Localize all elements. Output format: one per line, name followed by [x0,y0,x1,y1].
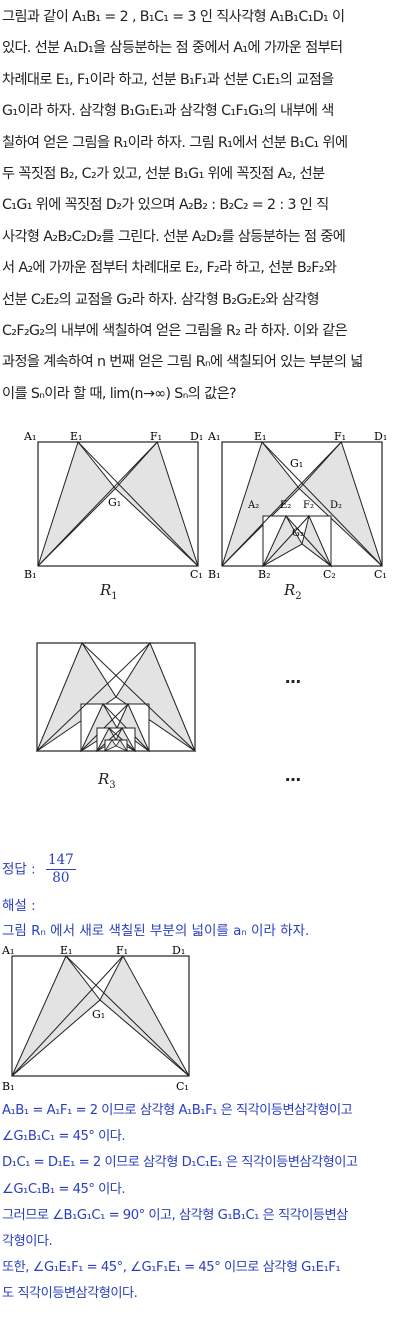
label-e1: E₁ [60,944,72,957]
label-d2: D₂ [330,500,342,511]
problem-line: 사각형 A₂B₂C₂D₂를 그린다. 선분 A₂D₂를 삼등분하는 점 중에 [2,228,346,245]
label-f1: F₁ [116,944,128,957]
label-f1: F₁ [150,432,162,443]
label-g1: G₁ [108,496,121,509]
solution-line: D₁C₁ = D₁E₁ = 2 이므로 삼각형 D₁C₁E₁ 은 직각이등변삼각… [2,1155,358,1171]
problem-line: 이를 Sₙ이라 할 때, lim(n→∞) Sₙ의 값은? [2,385,237,402]
label-c1: C₁ [176,1080,189,1093]
caption-r1: R1 [100,581,118,602]
rectangle-outline [37,441,199,567]
caption-r3: R3 [98,770,116,791]
label-b1: B₁ [24,568,37,581]
label-b2: B₂ [258,568,271,581]
shaded-triangle-right-2 [301,514,333,568]
label-c1: C₁ [374,568,387,581]
explanation-intro: 그림 Rₙ 에서 새로 색칠된 부분의 넓이를 aₙ 이라 하자. [2,923,310,939]
problem-line: 두 꼭짓점 B₂, C₂가 있고, 선분 B₁G₁ 위에 꼭짓점 A₂, 선분 [2,166,325,183]
label-a1: A₁ [24,432,36,443]
problem-line: 선분 C₂E₂의 교점을 G₂라 하자. 삼각형 B₂G₂E₂와 삼각형 [2,291,320,308]
solution-line: 또한, ∠G₁E₁F₁ = 45°, ∠G₁F₁E₁ = 45° 이므로 삼각형… [2,1260,341,1276]
problem-line: C₂F₂G₂의 내부에 색칠하여 얻은 그림을 R₂ 라 하자. 이와 같은 [2,323,348,340]
ellipsis-bottom: … [285,766,302,785]
shaded-triangle-right-1 [298,441,383,567]
label-e1: E₁ [254,432,266,443]
label-e2: E₂ [280,500,291,511]
solution-line: ∠G₁B₁C₁ = 45° 이다. [2,1129,126,1145]
explanation-figure: A₁ E₁ F₁ D₁ G₁ B₁ C₁ [0,944,200,1094]
problem-line: C₁G₁ 위에 꼭짓점 D₂가 있으며 A₂B₂ : B₂C₂ = 2 : 3 … [2,197,329,214]
answer-fraction: 147 80 [45,852,76,887]
solution-steps: A₁B₁ = A₁F₁ = 2 이므로 삼각형 A₁B₁F₁ 은 직각이등변삼각… [2,1098,398,1308]
ellipsis-top: … [285,668,302,687]
problem-line: 칠하여 얻은 그림을 R₁이라 하자. 그림 R₁에서 선분 B₁C₁ 위에 [2,134,348,151]
label-c2: C₂ [323,568,336,581]
solution-line: 각형이다. [2,1234,53,1250]
problem-line: 과정을 계속하여 n 번째 얻은 그림 Rₙ에 색칠되어 있는 부분의 넓 [2,354,363,371]
outer-rectangle [221,441,383,567]
answer-denominator: 80 [52,870,70,886]
solution-line: ∠G₁C₁B₁ = 45° 이다. [2,1181,126,1197]
solution-line: 도 직각이등변삼각형이다. [2,1286,138,1302]
problem-line: G₁이라 하자. 삼각형 B₁G₁E₁과 삼각형 C₁F₁G₁의 내부에 색 [2,103,334,120]
label-c1: C₁ [190,568,203,581]
problem-text: 그림과 같이 A₁B₁ = 2 , B₁C₁ = 3 인 직사각형 A₁B₁C₁… [2,2,398,410]
label-f1: F₁ [334,432,346,443]
label-d1: D₁ [374,432,387,443]
shaded-triangle-right [114,441,199,567]
label-b1: B₁ [2,1080,15,1093]
solution-line: 그러므로 ∠B₁G₁C₁ = 90° 이고, 삼각형 G₁B₁C₁ 은 직각이등… [2,1207,348,1223]
label-a1: A₁ [1,944,14,957]
label-a1: A₁ [208,432,220,443]
figure-r3 [36,642,198,754]
label-d1: D₁ [190,432,203,443]
answer-label: 정답 : [2,861,36,878]
label-b1: B₁ [208,568,221,581]
shaded-triangle-left-1 [221,440,300,567]
shaded-triangle-left-2 [261,514,303,568]
label-a2: A₂ [247,500,259,511]
label-d1: D₁ [172,944,185,957]
caption-r2: R2 [284,581,302,602]
label-e1: E₁ [70,432,82,443]
answer-numerator: 147 [45,852,76,870]
shaded-triangle-left [37,440,116,567]
problem-line: 있다. 선분 A₁D₁을 삼등분하는 점 중에서 A₁에 가까운 점부터 [2,40,343,57]
label-g1: G₁ [92,1008,105,1021]
figure-r1: A₁ E₁ F₁ D₁ G₁ B₁ C₁ [24,432,212,582]
solution-line: A₁B₁ = A₁F₁ = 2 이므로 삼각형 A₁B₁F₁ 은 직각이등변삼각… [2,1103,353,1118]
label-g2: G₂ [292,528,304,539]
explanation-label: 해설 : [2,898,36,914]
answer: 정답 : 147 80 [2,852,76,887]
problem-line: 그림과 같이 A₁B₁ = 2 , B₁C₁ = 3 인 직사각형 A₁B₁C₁… [2,9,345,25]
figure-r2: A₁ E₁ F₁ D₁ G₁ A₂ E₂ F₂ D₂ G₂ B₁ B₂ C₂ C… [208,432,398,582]
label-f2: F₂ [303,500,314,511]
problem-line: 서 A₂에 가까운 점부터 차례대로 E₂, F₂라 하고, 선분 B₂F₂와 [2,260,337,277]
label-g1: G₁ [290,457,303,470]
problem-line: 차례대로 E₁, F₁이라 하고, 선분 B₁F₁과 선분 C₁E₁의 교점을 [2,71,334,88]
